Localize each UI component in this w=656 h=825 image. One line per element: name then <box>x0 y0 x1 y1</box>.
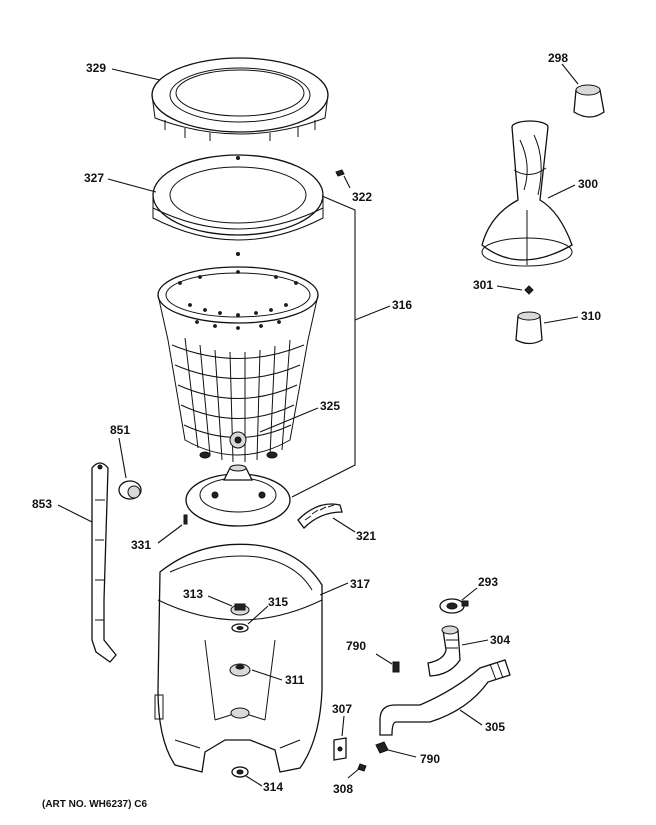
leader-853 <box>57 504 93 523</box>
callout-851: 851 <box>110 423 130 437</box>
part-790-clip-upper <box>392 661 400 673</box>
callout-321: 321 <box>356 529 376 543</box>
art-number-caption: (ART NO. WH6237) C6 <box>42 799 147 810</box>
basket-perforations <box>178 270 298 330</box>
part-311-seal <box>229 663 251 677</box>
part-317-outer-tub <box>154 543 323 773</box>
callout-327: 327 <box>84 171 104 185</box>
callout-293: 293 <box>478 575 498 589</box>
leader-311 <box>251 669 283 681</box>
callout-301: 301 <box>473 278 493 292</box>
part-315-washer <box>231 623 249 633</box>
leader-298 <box>561 63 579 85</box>
callout-310: 310 <box>581 309 601 323</box>
leader-307 <box>341 715 345 737</box>
callout-307: 307 <box>332 702 352 716</box>
leader-327 <box>107 178 157 193</box>
leader-317 <box>319 582 349 596</box>
callout-329: 329 <box>86 61 106 75</box>
part-329-tub-cover <box>151 57 329 141</box>
leader-316 <box>354 305 391 321</box>
leader-300 <box>547 184 576 199</box>
leader-315 <box>247 605 269 625</box>
part-853-drain-hose <box>91 462 117 663</box>
leader-851 <box>118 437 127 479</box>
leader-310 <box>543 316 579 324</box>
leader-314 <box>245 775 263 787</box>
callout-308: 308 <box>333 782 353 796</box>
part-304-hose-elbow <box>427 625 461 677</box>
callout-300: 300 <box>578 177 598 191</box>
part-307-bracket <box>333 737 347 761</box>
leader-329 <box>111 68 161 81</box>
leader-321 <box>332 517 356 533</box>
part-293-clamp <box>439 598 469 614</box>
callout-314: 314 <box>263 780 283 794</box>
part-298-agitator-cap <box>573 84 605 118</box>
part-331-screw <box>183 514 188 525</box>
callout-305: 305 <box>485 720 505 734</box>
leader-790a <box>375 653 393 665</box>
leader-790b <box>387 749 417 758</box>
part-313-nut <box>230 603 250 616</box>
part-301-screw <box>524 285 534 295</box>
part-325-basket <box>157 266 319 463</box>
part-305-drain-hose <box>379 659 511 736</box>
part-308-screw <box>357 763 367 772</box>
part-300-agitator <box>481 120 573 267</box>
leader-322 <box>343 175 351 189</box>
callout-790-upper: 790 <box>346 639 366 653</box>
callout-331: 331 <box>131 538 151 552</box>
bracket-316 <box>291 195 356 498</box>
part-790-clip-lower <box>375 741 389 754</box>
leader-304 <box>461 639 489 646</box>
callout-315: 315 <box>268 595 288 609</box>
callout-313: 313 <box>183 587 203 601</box>
callout-790-lower: 790 <box>420 752 440 766</box>
callout-853: 853 <box>32 497 52 511</box>
callout-311: 311 <box>285 673 305 687</box>
leader-305 <box>459 709 483 726</box>
callout-325: 325 <box>320 399 340 413</box>
leader-293 <box>461 587 478 601</box>
part-327-tub-ring <box>152 154 324 256</box>
callout-298: 298 <box>548 51 568 65</box>
leader-331 <box>157 524 183 544</box>
callout-304: 304 <box>490 633 510 647</box>
callout-316: 316 <box>392 298 412 312</box>
part-851-plug <box>118 480 142 500</box>
part-314-grommet <box>230 707 250 778</box>
part-322-screw <box>335 169 345 177</box>
callout-322: 322 <box>352 190 372 204</box>
hub-plate <box>185 464 291 527</box>
leader-325 <box>259 407 319 433</box>
leader-308 <box>347 767 361 779</box>
part-310-coupling <box>515 311 543 345</box>
leader-301 <box>496 285 523 291</box>
callout-317: 317 <box>350 577 370 591</box>
part-321-clip <box>297 503 343 529</box>
leader-313 <box>207 595 233 607</box>
